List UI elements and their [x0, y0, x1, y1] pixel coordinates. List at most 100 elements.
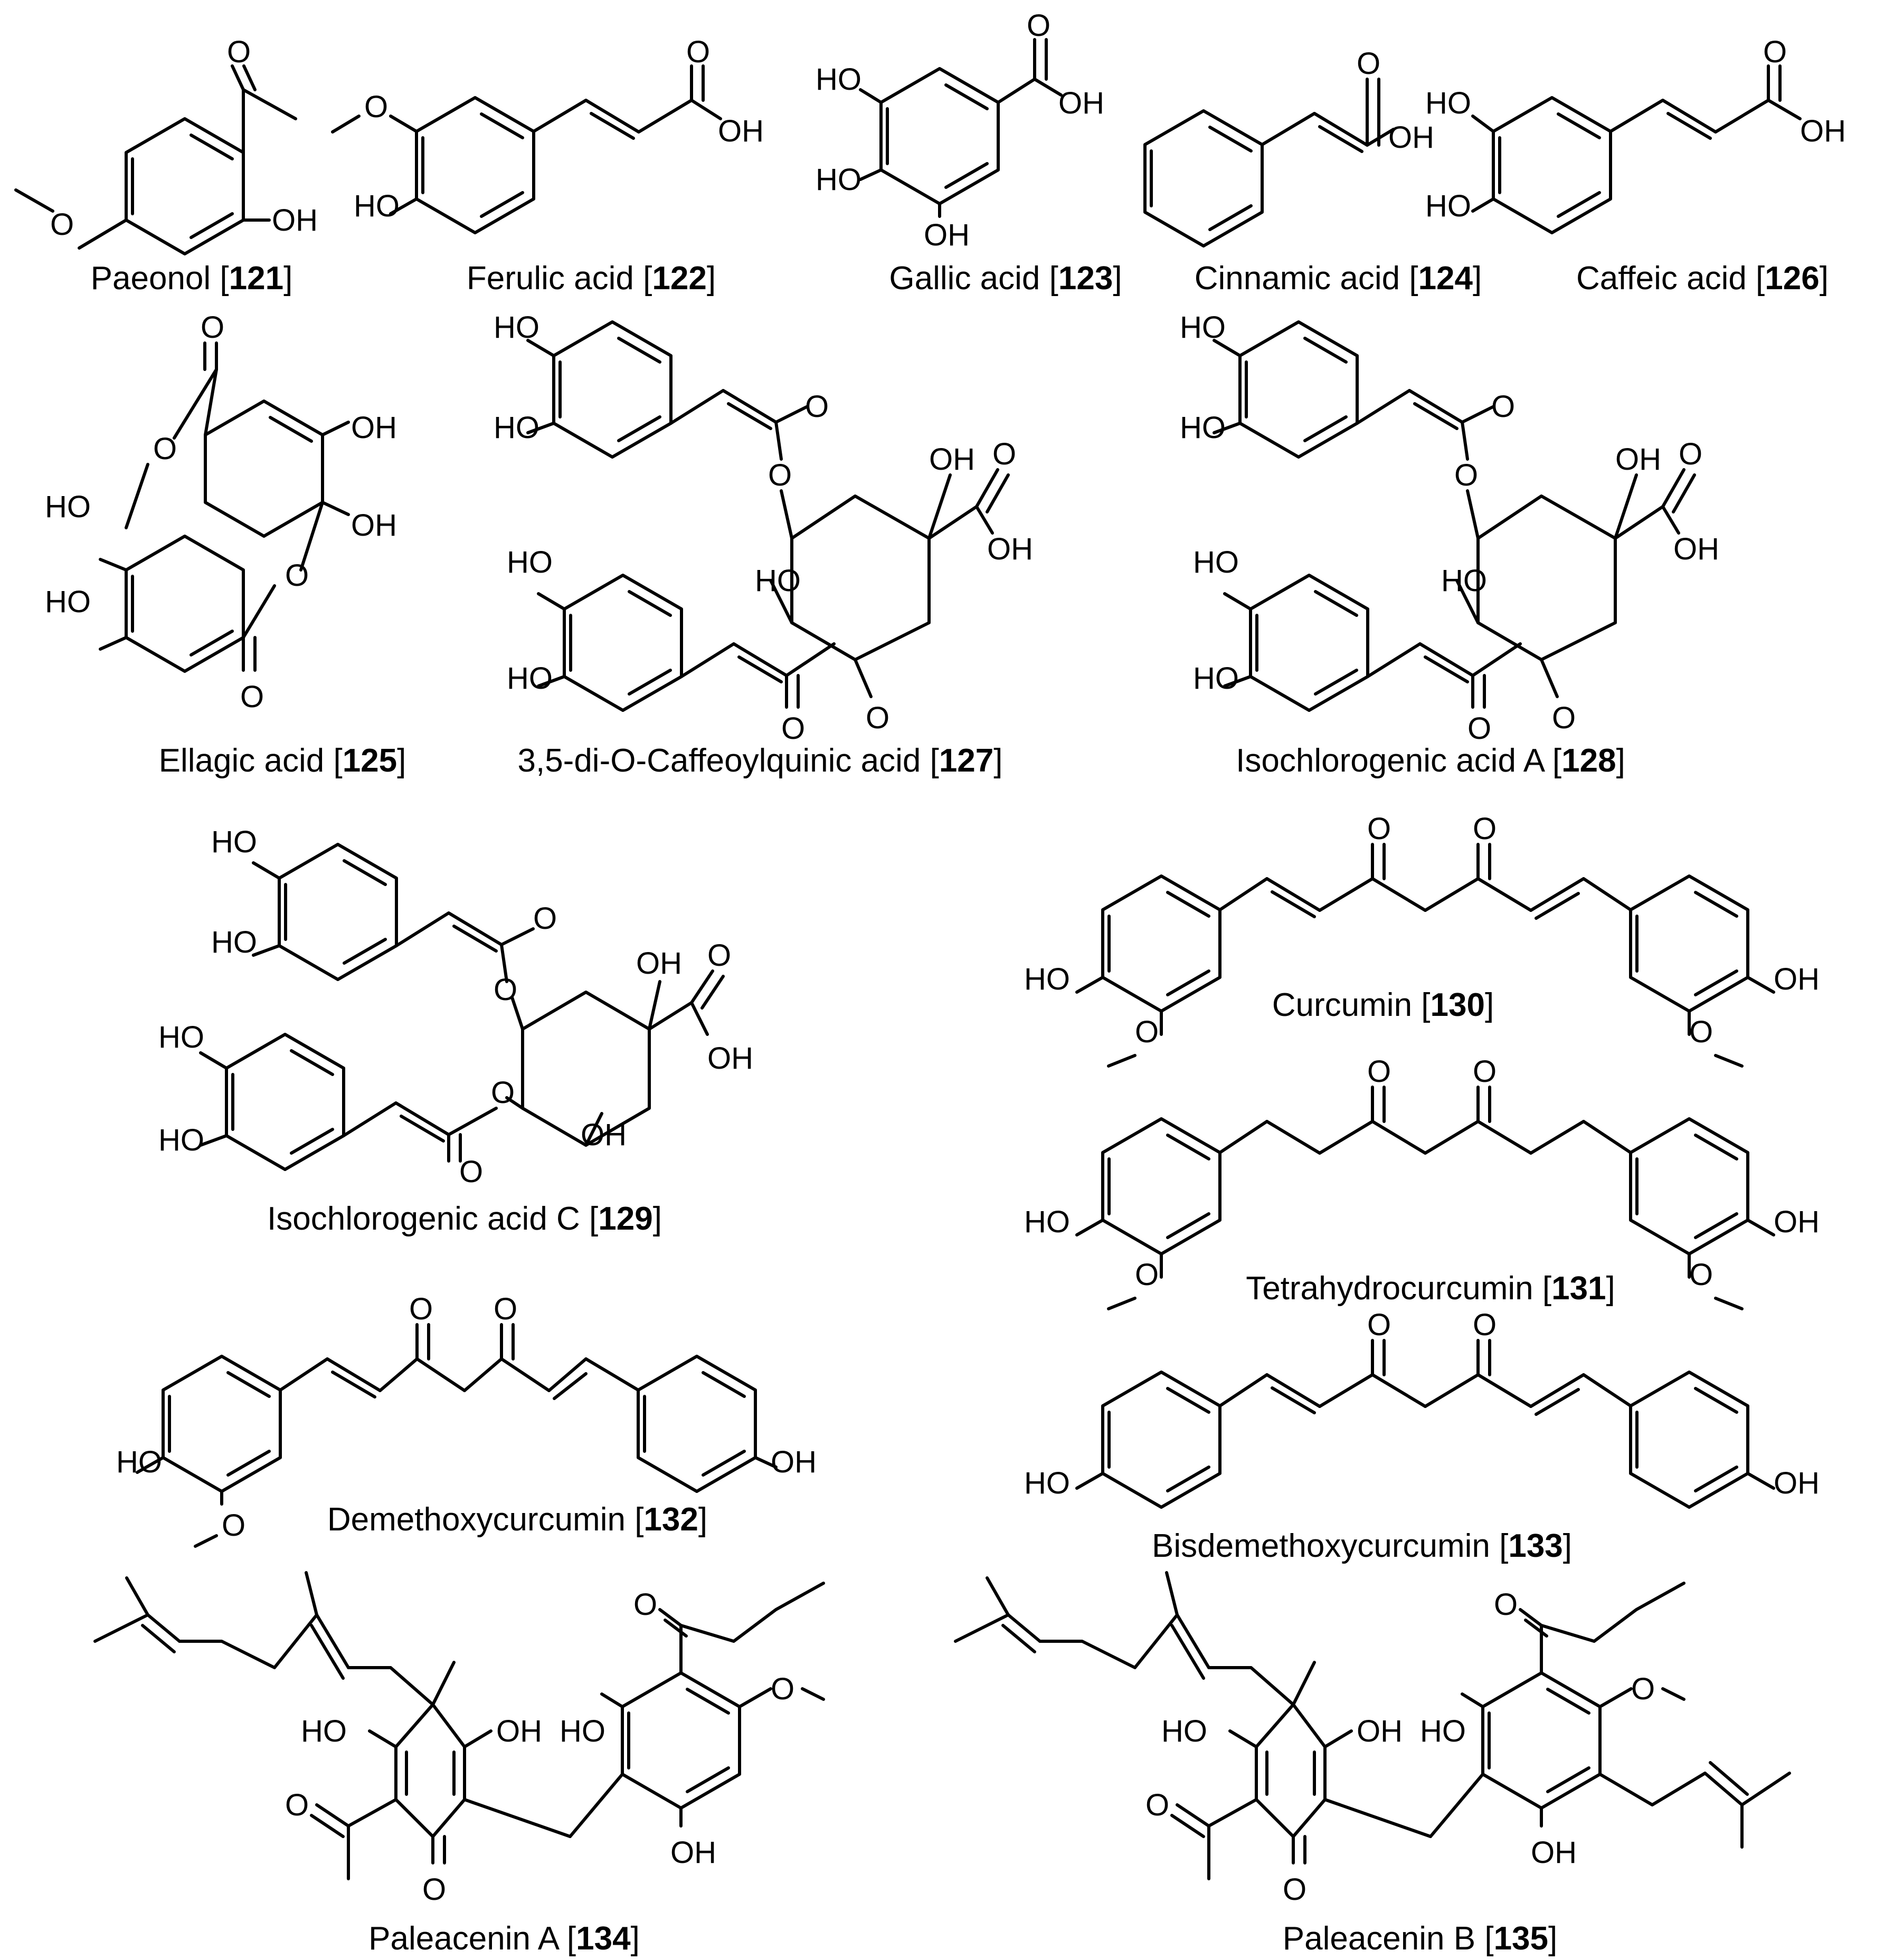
compound-name: 3,5-di-O-Caffeoylquinic acid	[517, 743, 921, 779]
structure-ellagic-acid: O O O O OH OH HO HO	[45, 310, 397, 714]
caption-bisdemethoxycurcumin: Bisdemethoxycurcumin [133]	[1152, 1528, 1572, 1564]
compound-name: Ferulic acid	[467, 260, 634, 297]
compound-number: 128	[1561, 743, 1616, 779]
atom-label: HO	[301, 1714, 347, 1748]
structure-paleacenin-b: HO OH O O HO O OH O	[954, 1571, 1791, 1907]
atom-label: O	[459, 1155, 483, 1189]
atom-label: O	[1367, 812, 1391, 846]
structure-paeonol: O OH O	[14, 35, 318, 255]
caption-isochlorogenic-acid-c: Isochlorogenic acid C [129]	[267, 1201, 662, 1237]
atom-label: O	[1367, 1054, 1391, 1089]
atom-label: OH	[707, 1041, 753, 1076]
atom-label: O	[285, 1788, 309, 1822]
atom-label: O	[633, 1587, 657, 1622]
atom-label: OH	[351, 508, 397, 543]
atom-label: O	[768, 458, 792, 492]
atom-label: HO	[211, 925, 257, 959]
structure-dicaffeoylquinic-acid: HO HO O O OH O OH HO O HO HO O	[494, 310, 1033, 746]
compound-name: Paleacenin B	[1283, 1920, 1475, 1957]
atom-label: O	[1473, 1308, 1497, 1342]
compound-number: 132	[643, 1501, 698, 1538]
compound-name: Ellagic acid	[159, 743, 325, 779]
caption-gallic-acid: Gallic acid [123]	[889, 260, 1122, 297]
atom-label: OH	[636, 946, 682, 981]
atom-label: O	[1473, 1054, 1497, 1089]
atom-label: OH	[1531, 1835, 1577, 1870]
atom-label: HO	[1425, 189, 1471, 223]
compound-number: 135	[1494, 1920, 1548, 1957]
atom-label: O	[1494, 1587, 1518, 1622]
caption-ferulic-acid: Ferulic acid [122]	[467, 260, 716, 297]
structure-paleacenin-a: HO OH O O HO O OH O	[93, 1571, 825, 1907]
atom-label: O	[1454, 458, 1478, 492]
atom-label: OH	[351, 411, 397, 445]
atom-label: O	[1367, 1308, 1391, 1342]
structure-isochlorogenic-acid-a: HO HO O O OH O OH HO O HO HO O	[1180, 310, 1719, 746]
atom-label: HO	[211, 825, 257, 859]
atom-label: HO	[45, 585, 91, 619]
atom-label: OH	[1774, 1466, 1820, 1500]
compound-number: 121	[229, 260, 283, 297]
compound-name: Cinnamic acid	[1195, 260, 1400, 297]
atom-label: HO	[494, 310, 539, 345]
atom-label: OH	[1774, 1205, 1820, 1239]
structure-curcumin: O O HO O OH O	[1024, 812, 1820, 1068]
atom-label: O	[285, 558, 309, 593]
caption-curcumin: Curcumin [130]	[1272, 987, 1494, 1023]
atom-label: HO	[158, 1123, 204, 1157]
structure-demethoxycurcumin: O O HO O OH	[116, 1292, 817, 1548]
atom-label: OH	[1673, 532, 1719, 566]
atom-label: O	[707, 938, 731, 973]
caption-tetrahydrocurcumin: Tetrahydrocurcumin [131]	[1246, 1270, 1615, 1307]
atom-label: HO	[1193, 545, 1239, 579]
atom-label: HO	[1420, 1714, 1466, 1748]
atom-label: O	[491, 1076, 515, 1110]
compound-name: Isochlorogenic acid A	[1236, 743, 1546, 779]
atom-label: OH	[581, 1118, 627, 1152]
atom-label: HO	[354, 189, 400, 223]
atom-label: O	[686, 35, 710, 69]
structure-tetrahydrocurcumin: O O HO O OH O	[1024, 1054, 1820, 1310]
atom-label: O	[1145, 1788, 1169, 1822]
structure-caffeic-acid: O OH HO HO	[1425, 35, 1846, 234]
atom-label: HO	[1441, 564, 1487, 598]
atom-label: O	[992, 437, 1016, 471]
atom-label: OH	[1357, 1714, 1403, 1748]
atom-label: O	[1473, 812, 1497, 846]
compound-name: Curcumin	[1272, 987, 1412, 1023]
compound-number: 127	[939, 743, 993, 779]
atom-label: O	[1491, 389, 1515, 424]
atom-label: OH	[1058, 86, 1104, 120]
atom-label: O	[1027, 8, 1050, 43]
compound-number: 125	[343, 743, 397, 779]
atom-label: HO	[1024, 962, 1070, 996]
atom-label: OH	[929, 442, 975, 477]
compound-name: Paeonol	[91, 260, 211, 297]
atom-label: HO	[1024, 1205, 1070, 1239]
atom-label: HO	[507, 545, 553, 579]
atom-label: O	[364, 90, 388, 124]
structure-cinnamic-acid: O OH	[1143, 46, 1434, 248]
compound-number: 122	[652, 260, 706, 297]
atom-label: O	[494, 1292, 517, 1326]
compound-number: 131	[1551, 1270, 1606, 1307]
compound-number: 124	[1418, 260, 1473, 297]
atom-label: O	[866, 701, 889, 735]
caption-dicaffeoylquinic-acid: 3,5-di-O-Caffeoylquinic acid [127]	[517, 743, 1002, 779]
atom-label: O	[1135, 1258, 1159, 1292]
compound-name: Demethoxycurcumin	[327, 1501, 626, 1538]
structure-bisdemethoxycurcumin: O O HO OH	[1024, 1308, 1820, 1509]
atom-label: HO	[1180, 310, 1226, 345]
atom-label: O	[494, 973, 517, 1007]
atom-label: O	[1467, 711, 1491, 746]
atom-label: O	[50, 207, 74, 242]
atom-label: O	[240, 680, 264, 714]
atom-label: HO	[1024, 1466, 1070, 1500]
atom-label: O	[222, 1508, 245, 1543]
atom-label: OH	[496, 1714, 542, 1748]
caption-paleacenin-a: Paleacenin A [134]	[368, 1920, 640, 1957]
caption-demethoxycurcumin: Demethoxycurcumin [132]	[327, 1501, 707, 1538]
structure-isochlorogenic-acid-c: HO HO O O OH O OH O OH HO HO O	[158, 825, 753, 1189]
atom-label: OH	[924, 218, 970, 252]
